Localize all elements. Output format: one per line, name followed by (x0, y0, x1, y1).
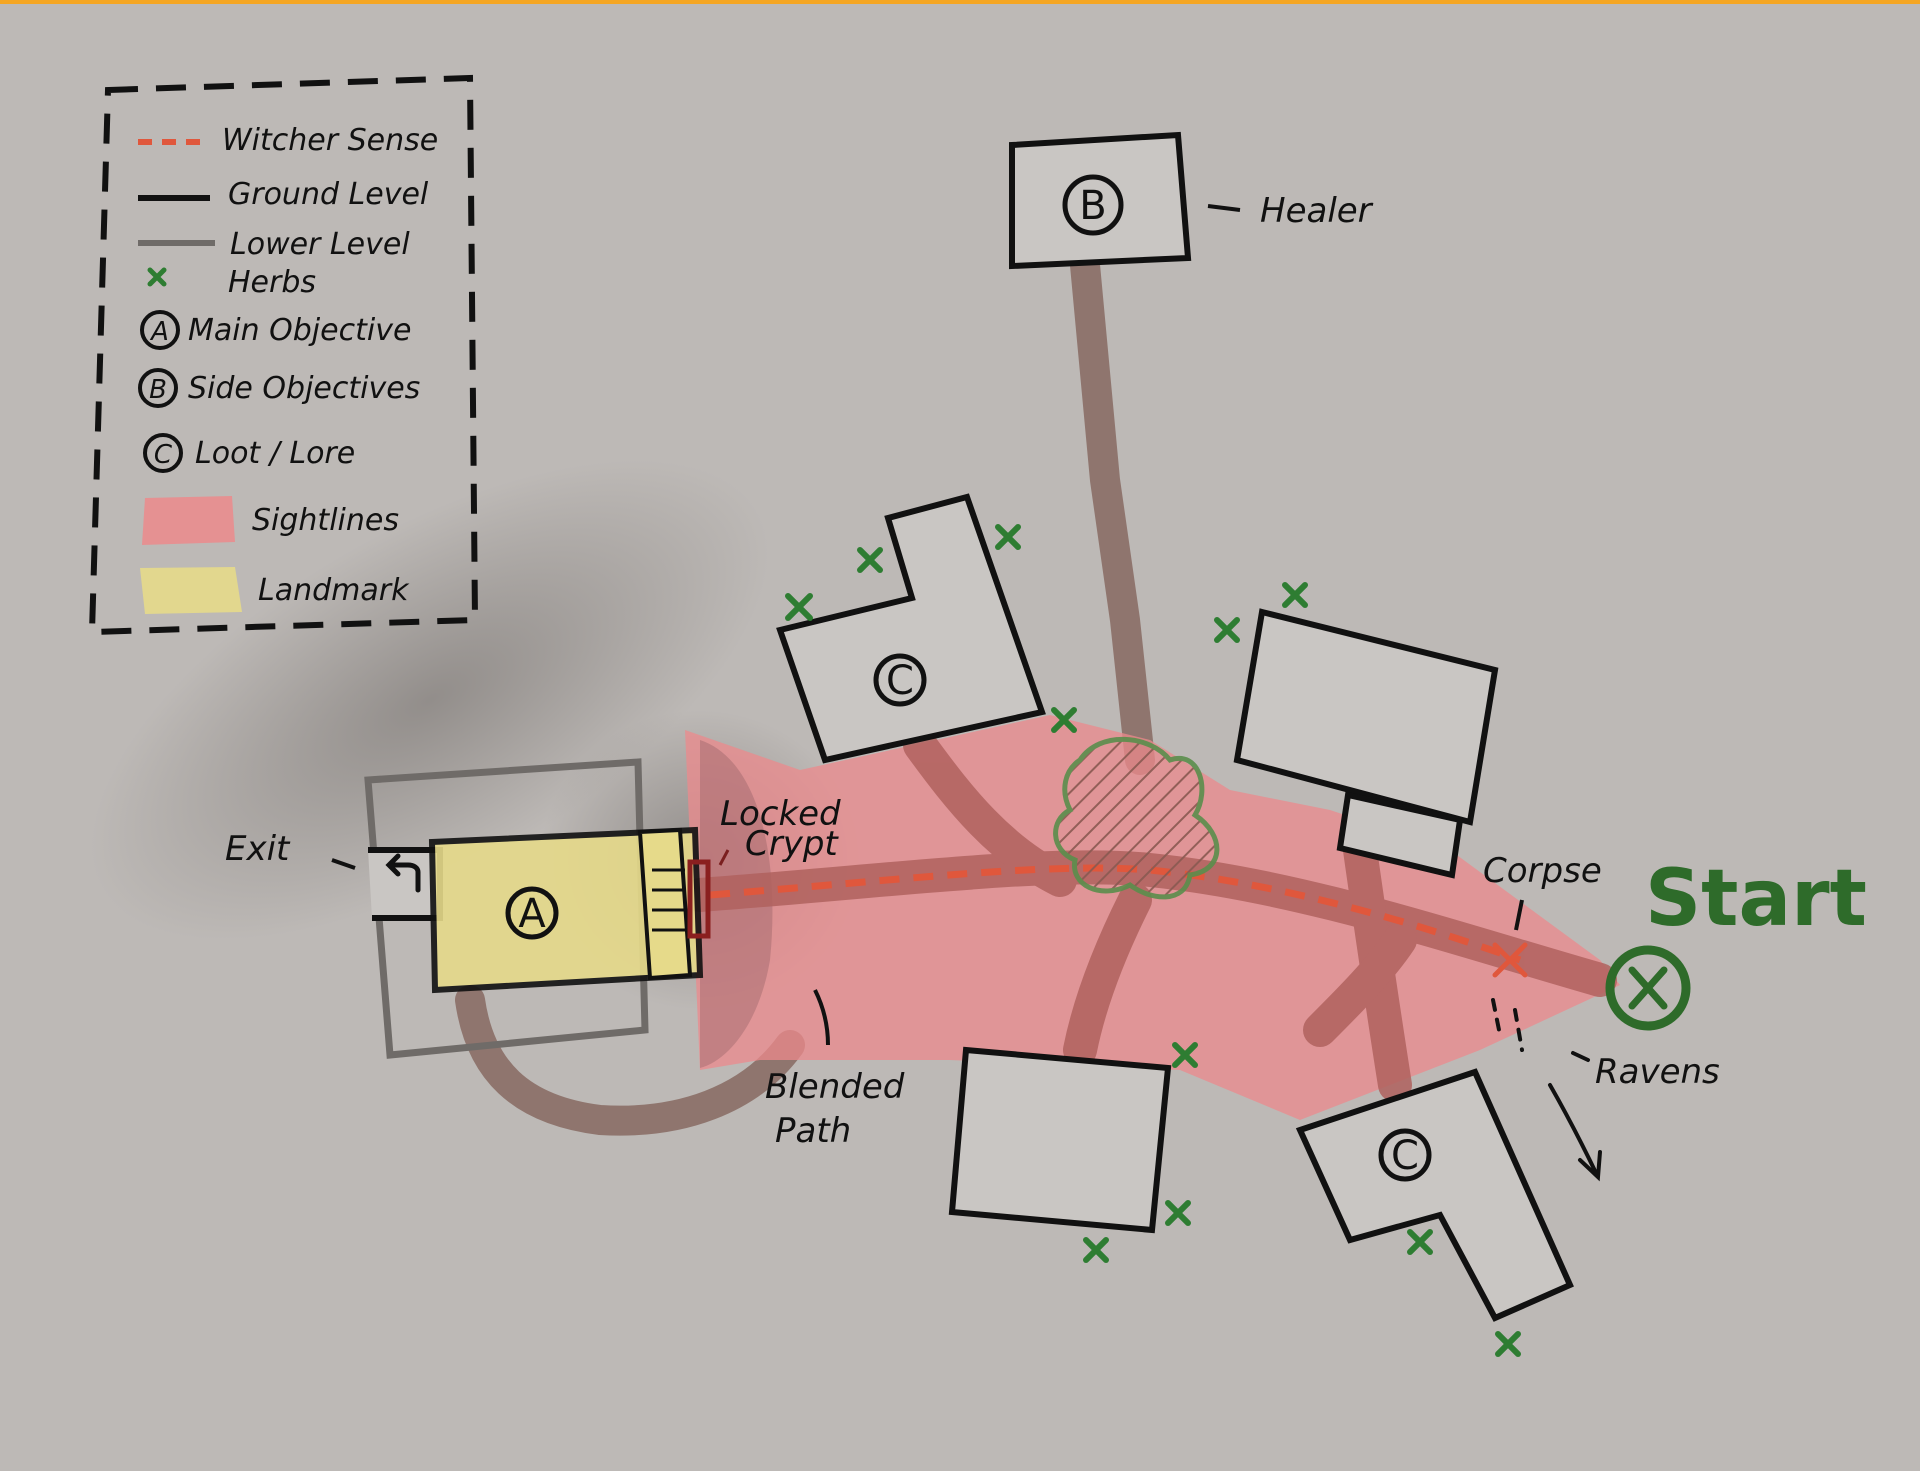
legend-sightlines-swatch (142, 496, 235, 545)
ravens-flight (1491, 998, 1602, 1182)
building-bottom (948, 1046, 1172, 1234)
corpse-label: Corpse (1483, 851, 1602, 891)
legend-landmark: Landmark (258, 573, 410, 608)
blended-path-label-2: Path (775, 1111, 851, 1151)
legend-frame (88, 74, 479, 636)
locked-crypt-door (687, 859, 711, 939)
main-objective-building (428, 826, 704, 994)
healer-leader-line (1207, 204, 1241, 212)
crypt-lower-outline (364, 758, 649, 1059)
legend-main-letter: A (149, 317, 169, 347)
corpse-leader-line (1514, 899, 1524, 931)
x-cross-icon (1495, 1331, 1521, 1357)
blended-path-leader (813, 989, 830, 1046)
legend-landmark-swatch (140, 567, 242, 614)
stair-steps (652, 868, 687, 932)
x-cross-icon (1051, 707, 1077, 733)
loot-marker-lower (1378, 1128, 1432, 1182)
x-cross-icon (1407, 1229, 1433, 1255)
legend-loot-letter: C (154, 440, 173, 470)
start-label: Start (1645, 854, 1867, 944)
legend-herbs: Herbs (228, 265, 316, 300)
legend-main-objective: Main Objective (188, 313, 411, 348)
x-cross-icon (1165, 1200, 1191, 1226)
legend-side-letter: B (149, 375, 167, 405)
x-cross-icon (1282, 582, 1308, 608)
legend: Witcher Sense Ground Level Lower Level H… (88, 74, 479, 636)
corpse-marker (1492, 942, 1528, 978)
side-objective-letter: B (1079, 183, 1106, 229)
building-right-annex (1336, 791, 1464, 879)
terrain-shadow (90, 459, 770, 941)
loot-marker-upper (873, 653, 927, 707)
loot-letter-upper: C (886, 658, 914, 704)
legend-side-objectives: Side Objectives (188, 371, 420, 406)
blended-path-label-1: Blended (765, 1067, 905, 1107)
loot-letter-lower: C (1391, 1133, 1419, 1179)
start-cross (1628, 966, 1668, 1010)
healer-building (1009, 131, 1192, 270)
landmark-tree (1053, 736, 1220, 900)
healer-path (1070, 250, 1155, 775)
x-cross-icon (1172, 1042, 1198, 1068)
exit-label: Exit (225, 829, 291, 869)
herb-markers (785, 524, 1521, 1357)
x-cross-icon (857, 547, 883, 573)
legend-witcher-sense: Witcher Sense (222, 123, 438, 158)
x-cross-icon (995, 524, 1021, 550)
x-cross-icon (1083, 1237, 1109, 1263)
top-frame-strip (0, 0, 1920, 4)
legend-lower-level: Lower Level (230, 227, 410, 262)
x-cross-icon (785, 593, 813, 621)
ravens-label: Ravens (1595, 1052, 1720, 1092)
side-objective-marker (1062, 174, 1124, 236)
legend-side-marker (138, 368, 178, 408)
exit-doorway (368, 847, 443, 921)
crypt-stairs (637, 827, 693, 981)
legend-sightlines: Sightlines (252, 503, 399, 538)
loot-building-lower (1295, 1068, 1574, 1322)
return-arrow-icon (385, 853, 421, 893)
healer-label: Healer (1260, 191, 1374, 231)
loot-building-upper (776, 493, 1046, 764)
locked-crypt-label-2: Crypt (745, 824, 839, 864)
legend-main-marker (140, 310, 180, 350)
x-cross-icon (1214, 617, 1240, 643)
legend-herb-icon (147, 267, 167, 287)
circled-x-icon (1605, 945, 1691, 1031)
legend-loot-lore: Loot / Lore (195, 436, 355, 471)
locked-crypt-label-1: Locked (720, 794, 841, 834)
main-objective-marker (505, 886, 559, 940)
witcher-sense-trail (709, 864, 1522, 964)
main-objective-letter: A (518, 891, 546, 937)
building-right (1233, 608, 1499, 826)
legend-loot-marker (143, 433, 183, 473)
exit-leader-line (331, 858, 356, 870)
blended-path-route (455, 985, 805, 1136)
locked-crypt-leader (718, 849, 730, 866)
legend-ground-level: Ground Level (228, 177, 429, 212)
